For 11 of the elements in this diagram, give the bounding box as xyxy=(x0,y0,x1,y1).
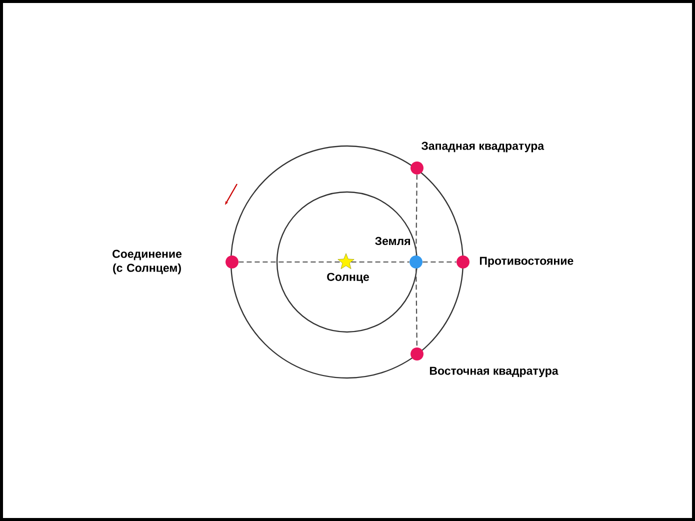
position-label: Земля xyxy=(375,236,410,246)
dashed-line xyxy=(351,261,410,263)
position-label: Противостояние xyxy=(480,256,574,268)
dashed-line xyxy=(416,174,418,256)
position-label: Западная квадратура xyxy=(421,142,544,152)
dashed-line xyxy=(416,268,418,348)
position-label: Соединение (с Солнцем) xyxy=(112,250,182,274)
dashed-line xyxy=(238,261,341,263)
position-label: Восточная квадратура xyxy=(430,366,558,378)
dashed-line xyxy=(422,261,456,263)
position-label: Солнце xyxy=(327,272,369,284)
